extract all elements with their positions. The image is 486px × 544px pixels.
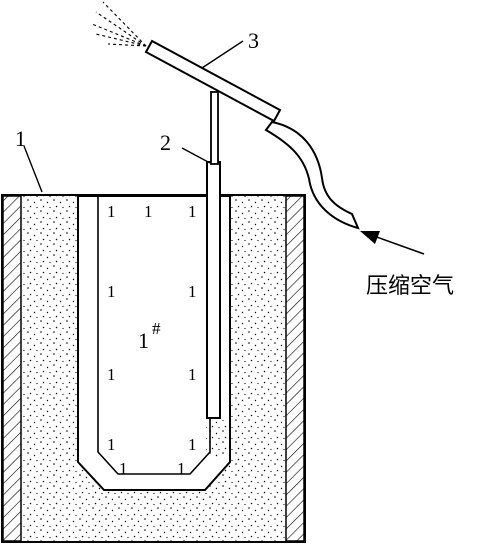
inner-mark: 1 — [177, 459, 186, 478]
channel-sand — [206, 420, 228, 458]
blow-tube — [144, 39, 360, 230]
label-inlet: 压缩空气 — [366, 274, 454, 299]
left-wall-hatch — [2, 195, 22, 542]
container-outer — [1, 194, 306, 543]
right-wall-hatch — [285, 195, 305, 542]
air-arrow — [360, 231, 425, 255]
label-container: 1 — [15, 126, 26, 151]
inner-mark: 1 — [107, 202, 116, 221]
inner-mark: 1 — [144, 202, 153, 221]
label-part-sup: # — [152, 319, 161, 338]
inner-mark: 1 — [107, 282, 116, 301]
inner-mark: 1 — [188, 282, 197, 301]
inner-mark: 1 — [188, 435, 197, 454]
inner-cup-outer-wall — [77, 195, 231, 491]
leader-lines — [23, 40, 244, 193]
probe-tube — [206, 91, 221, 419]
inner-mark: 1 — [188, 202, 197, 221]
leader-2 — [181, 147, 211, 164]
hose — [264, 120, 360, 230]
leader-3 — [201, 40, 244, 69]
label-blow-tube: 3 — [248, 28, 259, 53]
label-probe: 2 — [160, 130, 171, 155]
label-part-number: 1 — [138, 328, 149, 353]
inner-marks: 1 1 1 1 1 1 1 1 1 1 1 — [107, 202, 197, 478]
inner-mark: 1 — [188, 365, 197, 384]
leader-1 — [23, 145, 43, 193]
inner-mark: 1 — [119, 459, 128, 478]
inner-mark: 1 — [107, 365, 116, 384]
inner-mark: 1 — [107, 435, 116, 454]
spray-lines — [91, 1, 147, 47]
